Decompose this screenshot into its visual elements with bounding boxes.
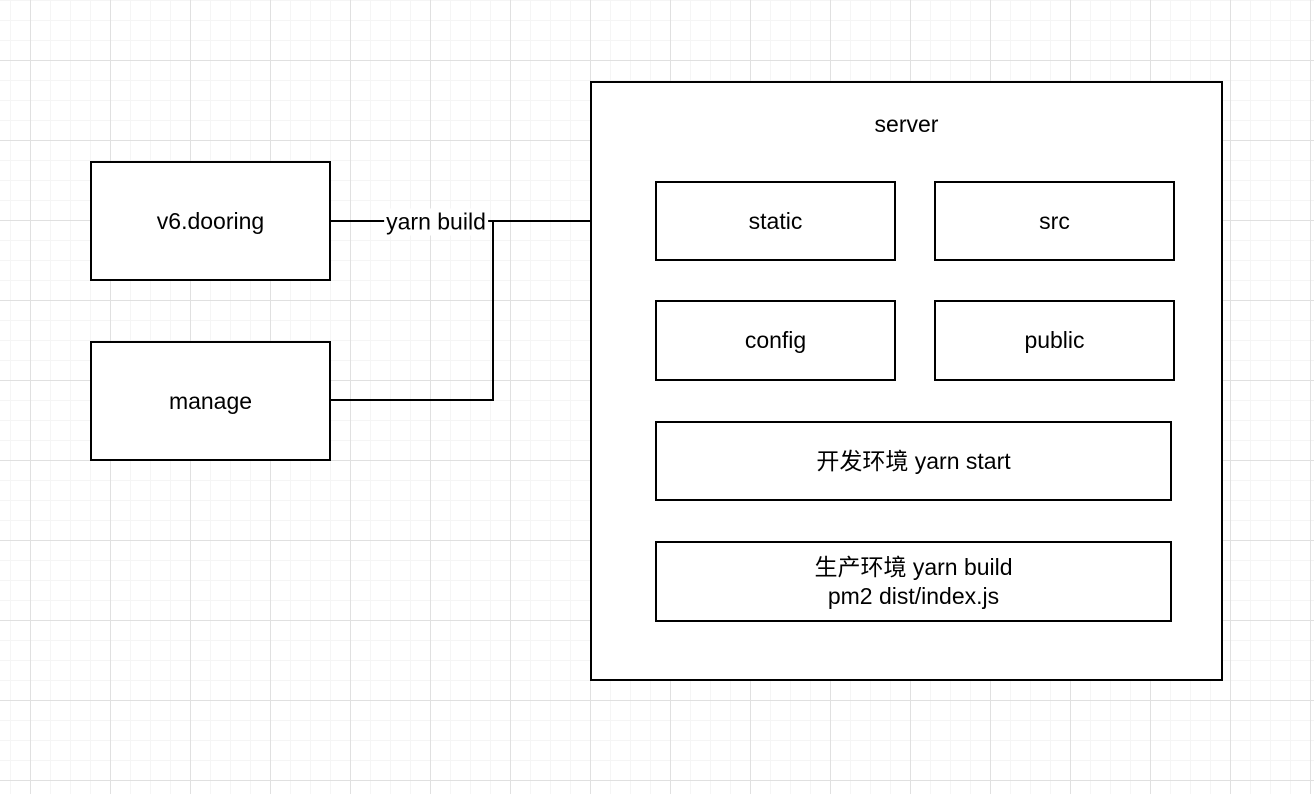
node-config-label: config bbox=[744, 327, 807, 353]
node-static-label: static bbox=[748, 207, 803, 234]
edge-label-yarn-build[interactable]: yarn build bbox=[384, 208, 488, 236]
node-manage[interactable]: manage bbox=[90, 341, 331, 461]
node-dev-env[interactable]: 开发环境 yarn start bbox=[655, 421, 1172, 501]
node-config[interactable]: config bbox=[655, 300, 896, 381]
node-server-label: server bbox=[874, 111, 939, 137]
node-src-label: src bbox=[1039, 207, 1070, 234]
node-src[interactable]: src bbox=[934, 181, 1175, 261]
node-public-label: public bbox=[1024, 327, 1085, 353]
node-static[interactable]: static bbox=[655, 181, 896, 261]
edge-manage-join[interactable] bbox=[331, 221, 494, 401]
node-public[interactable]: public bbox=[934, 300, 1175, 381]
node-v6dooring[interactable]: v6.dooring bbox=[90, 161, 331, 281]
node-manage-label: manage bbox=[168, 387, 253, 414]
node-dev-env-label: 开发环境 yarn start bbox=[816, 447, 1011, 474]
node-prod-env-label-line2: pm2 dist/index.js bbox=[827, 582, 1000, 609]
node-v6dooring-label: v6.dooring bbox=[156, 207, 265, 234]
node-prod-env[interactable]: 生产环境 yarn build pm2 dist/index.js bbox=[655, 541, 1172, 622]
node-prod-env-label-line1: 生产环境 yarn build bbox=[814, 553, 1013, 580]
